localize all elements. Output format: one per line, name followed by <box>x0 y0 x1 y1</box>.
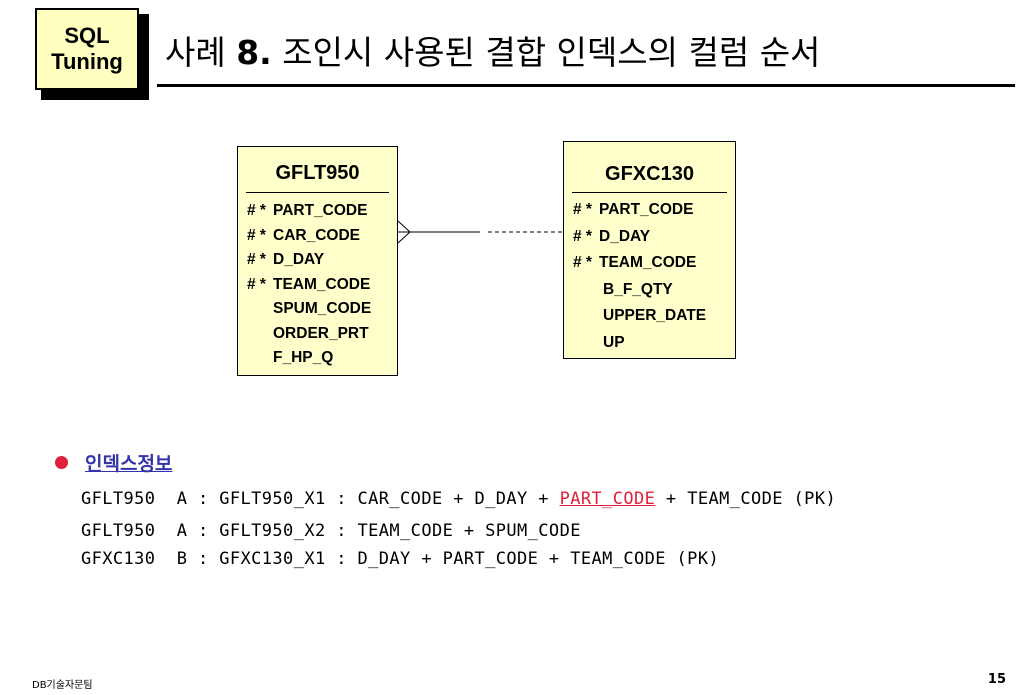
attribute-list: # *PART_CODE # *CAR_CODE # *D_DAY # *TEA… <box>247 199 371 371</box>
attribute-row: # *D_DAY <box>573 227 651 245</box>
slide-title: 사례 8. 조인시 사용된 결합 인덱스의 컬럼 순서 <box>165 26 820 74</box>
entity-divider <box>572 192 727 193</box>
title-underline <box>157 84 1015 87</box>
entity-divider <box>246 192 389 193</box>
attribute-list: # *PART_CODE # *D_DAY # *TEAM_CODE B_F_Q… <box>573 197 706 356</box>
entity-gfxc130: GFXC130 # *PART_CODE # *D_DAY # *TEAM_CO… <box>563 141 736 359</box>
index-line-3: GFXC130 B : GFXC130_X1 : D_DAY + PART_CO… <box>81 549 720 569</box>
attribute-row: # *D_DAY <box>247 251 325 268</box>
title-number: 8. <box>236 33 272 72</box>
attribute-row: # *CAR_CODE <box>247 226 360 244</box>
attribute-row: B_F_QTY <box>603 280 673 298</box>
index-info-heading: 인덱스정보 <box>85 453 173 475</box>
highlighted-column: PART_CODE <box>559 489 656 509</box>
page-number: 15 <box>987 672 1006 687</box>
title-prefix: 사례 <box>165 33 237 72</box>
attribute-row: # *PART_CODE <box>247 202 368 219</box>
index-line-2: GFLT950 A : GFLT950_X2 : TEAM_CODE + SPU… <box>81 521 581 541</box>
bullet-icon <box>55 456 68 469</box>
attribute-row: # *TEAM_CODE <box>573 254 697 271</box>
sql-tuning-logo: SQL Tuning <box>35 8 139 90</box>
attribute-row: # *TEAM_CODE <box>247 275 371 293</box>
attribute-row: F_HP_Q <box>273 349 334 366</box>
title-text: 조인시 사용된 결합 인덱스의 컬럼 순서 <box>271 33 821 72</box>
footer-team: DB기술자문팀 <box>32 680 93 691</box>
attribute-row: UP <box>603 333 625 351</box>
attribute-row: UPPER_DATE <box>603 307 707 324</box>
attribute-row: # *PART_CODE <box>573 201 694 218</box>
attribute-row: ORDER_PRT <box>273 324 369 342</box>
logo-line-2: Tuning <box>51 49 123 74</box>
index-line-1: GFLT950 A : GFLT950_X1 : CAR_CODE + D_DA… <box>81 489 837 509</box>
logo-line-1: SQL <box>64 23 110 48</box>
attribute-row: SPUM_CODE <box>273 300 372 317</box>
entity-gflt950: GFLT950 # *PART_CODE # *CAR_CODE # *D_DA… <box>237 146 398 376</box>
entity-name: GFLT950 <box>275 162 360 184</box>
entity-name: GFXC130 <box>605 163 694 185</box>
